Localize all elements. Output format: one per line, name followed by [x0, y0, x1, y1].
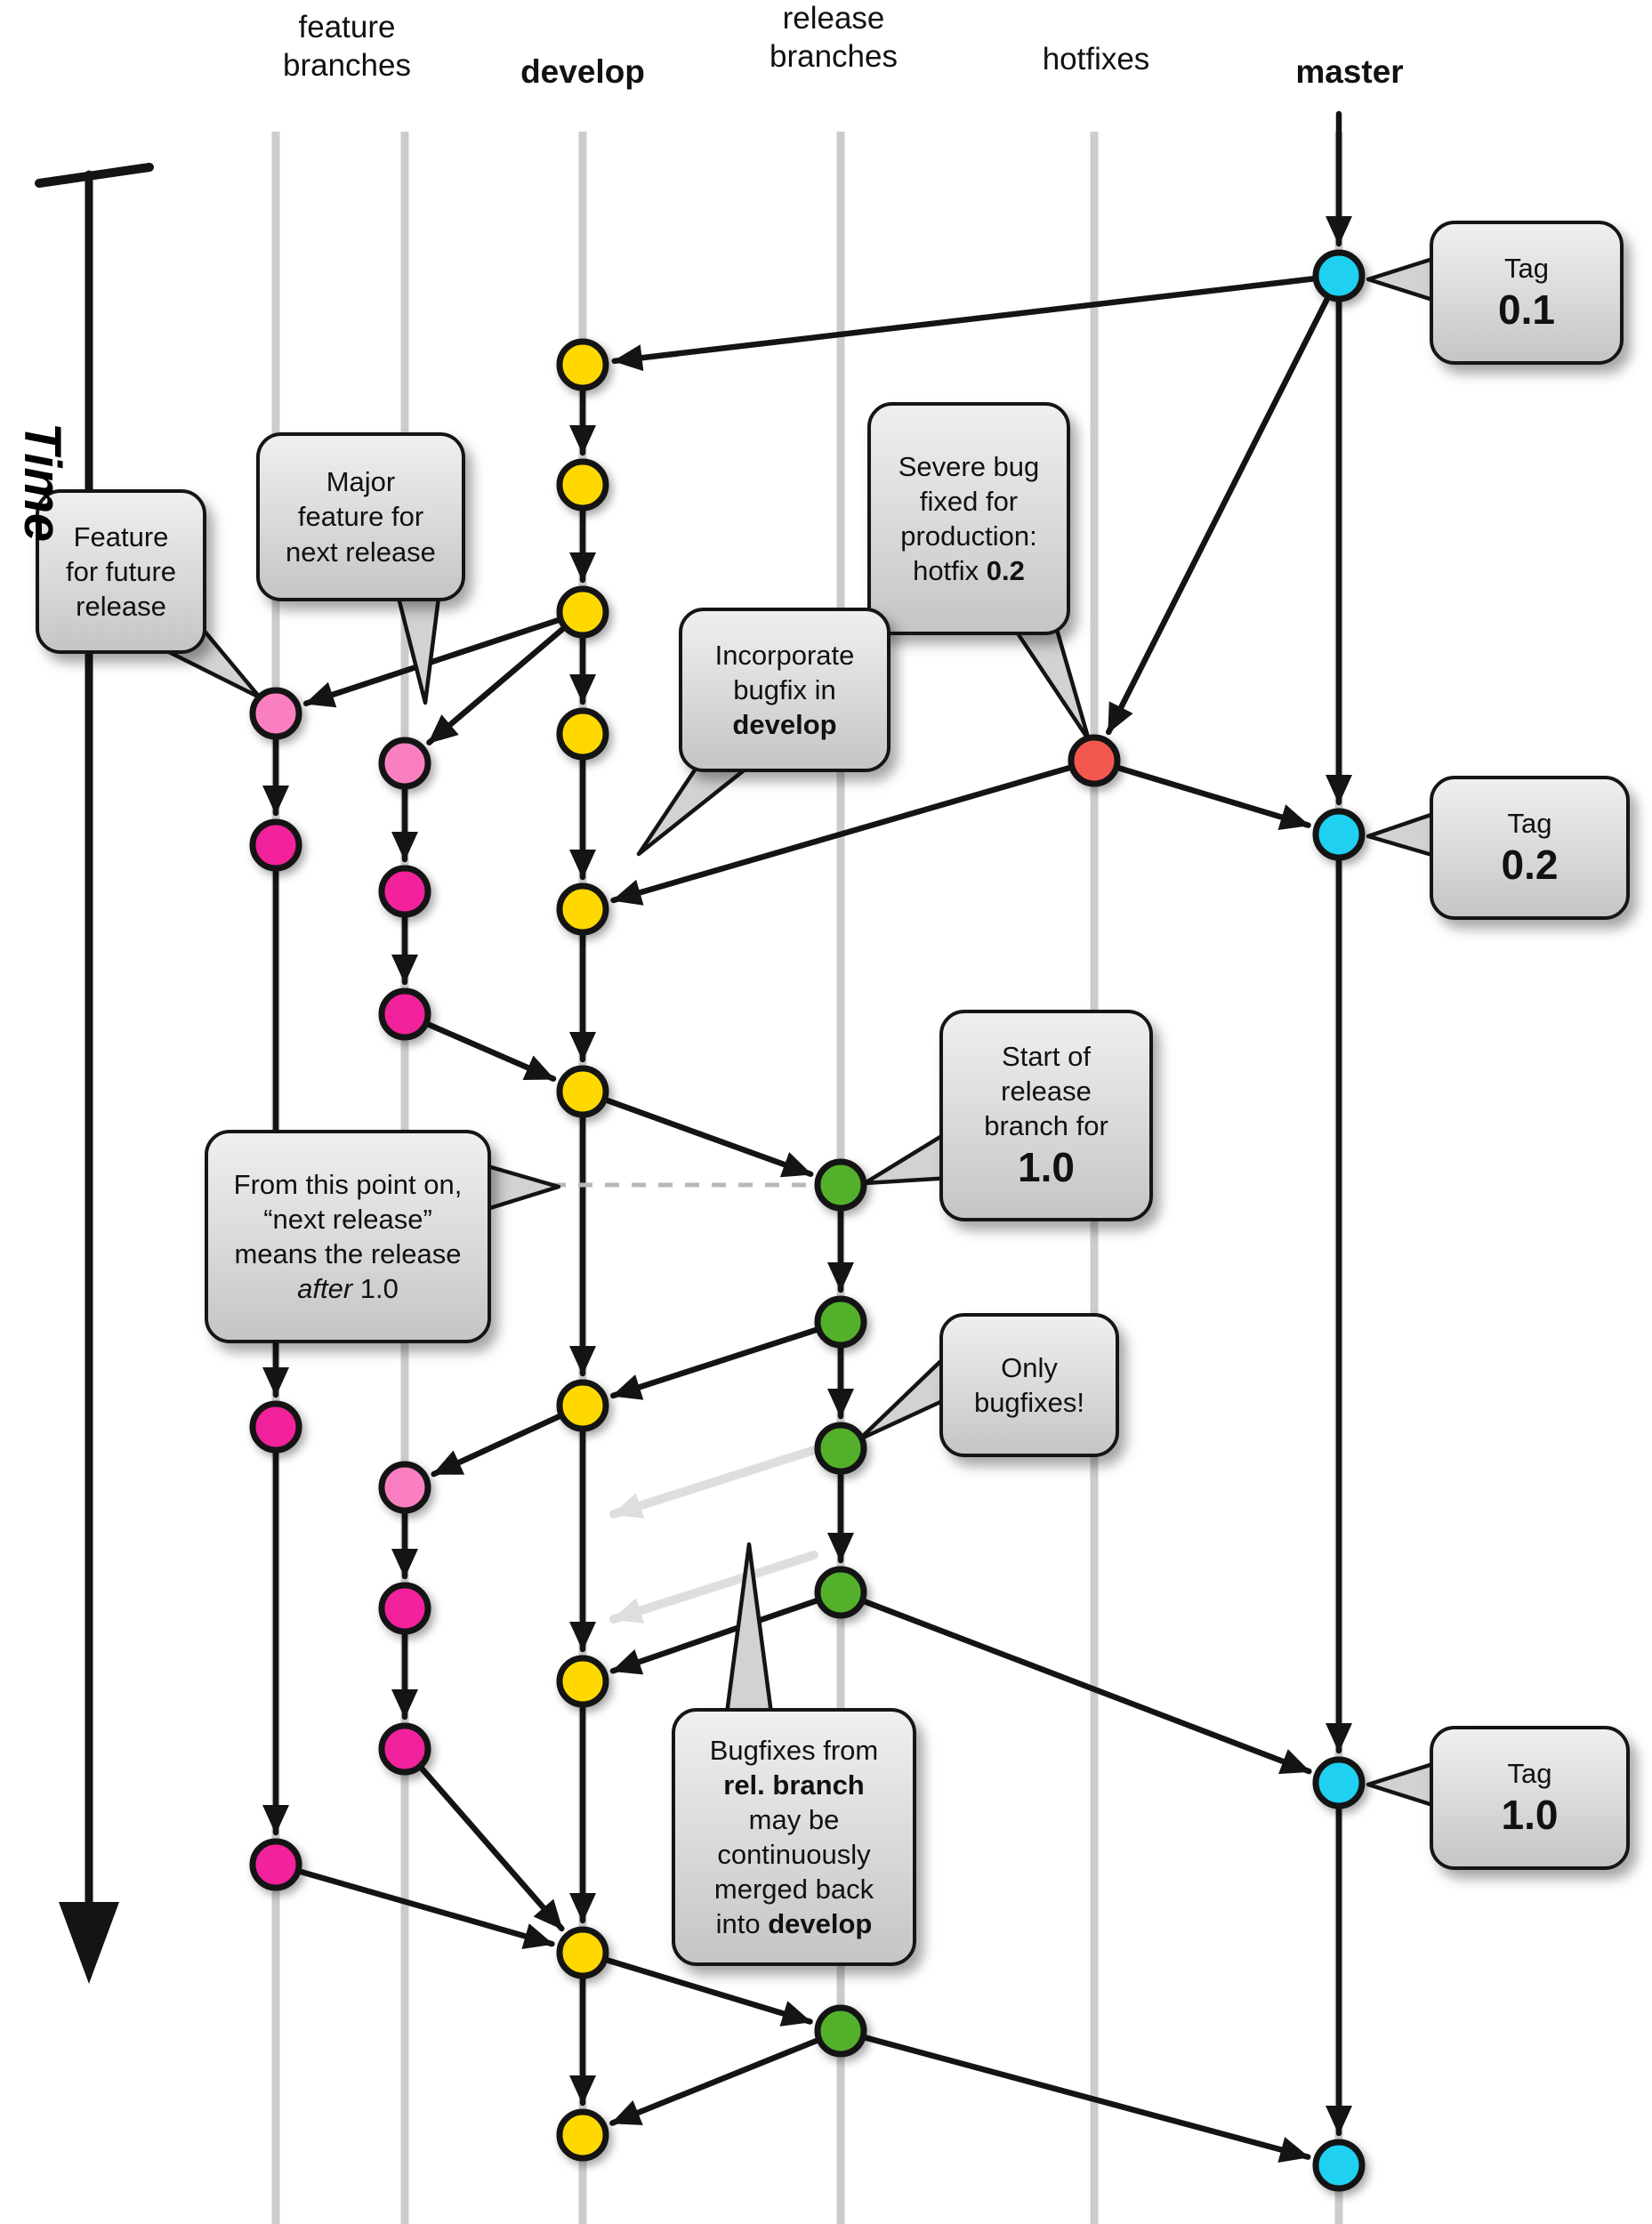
commit-node-d5	[556, 882, 609, 936]
commit-node-d1	[556, 338, 609, 391]
callout-tail-start-release	[862, 1127, 955, 1186]
commit-node-d6	[556, 1065, 609, 1118]
commit-node-f2c	[378, 987, 431, 1041]
commit-node-h1	[1068, 734, 1121, 787]
edge-r5-d10	[609, 2037, 819, 2126]
commit-node-f2f	[378, 1722, 431, 1776]
commit-node-r5	[814, 2004, 867, 2058]
commit-node-f1c	[249, 1400, 302, 1454]
commit-node-f2b	[378, 865, 431, 918]
time-axis-label: Time	[13, 422, 72, 543]
commit-node-d3	[556, 585, 609, 639]
time-axis-crossbar	[35, 163, 154, 188]
time-axis-arrowhead	[59, 1902, 119, 1984]
callout-tail-tag-1-0	[1366, 1759, 1444, 1810]
commit-node-m4	[1312, 2139, 1366, 2192]
callout-tail-tag-0-2	[1366, 809, 1444, 860]
callout-tail-incorporate-bugfix	[636, 758, 759, 857]
commit-node-d10	[556, 2108, 609, 2162]
callout-tail-from-this-point	[476, 1161, 561, 1214]
commit-node-f1b	[249, 818, 302, 872]
edge-h1-d5	[610, 765, 1072, 906]
edge-f2f-d9	[419, 1766, 565, 1932]
edge-r5-m4	[863, 2035, 1311, 2164]
commit-node-d8	[556, 1655, 609, 1708]
edge-h1-m2	[1116, 765, 1311, 831]
commit-node-d9	[556, 1926, 609, 1979]
commit-node-m1	[1312, 249, 1366, 302]
edge-f2c-d6	[426, 1021, 557, 1082]
callout-tail-only-bugfixes	[857, 1348, 955, 1442]
edge-r4-d8	[609, 1598, 818, 1675]
commit-node-f1d	[249, 1838, 302, 1891]
callout-tail-severe-bug	[1008, 615, 1092, 743]
commit-node-f1a	[249, 687, 302, 740]
commit-node-r1	[814, 1158, 867, 1212]
commit-node-r4	[814, 1566, 867, 1619]
callout-tail-feature-for-future	[147, 620, 262, 700]
edge-d3-f2a	[426, 626, 566, 745]
edge-f1d-d9	[298, 1869, 555, 1949]
edge-r2-d7	[609, 1327, 818, 1400]
commit-node-m3	[1312, 1756, 1366, 1809]
edge-pt-pt	[609, 1446, 818, 1519]
callout-tail-tag-0-1	[1366, 254, 1444, 305]
commit-node-r2	[814, 1295, 867, 1349]
commit-node-d4	[556, 707, 609, 761]
edge-d7-f2d	[431, 1414, 561, 1478]
edge-d9-r5	[605, 1957, 813, 2027]
edge-d6-r1	[604, 1097, 814, 1178]
commit-node-f2e	[378, 1582, 431, 1635]
commit-node-f2d	[378, 1461, 431, 1514]
commit-node-m2	[1312, 808, 1366, 861]
edge-r4-m3	[862, 1599, 1312, 1775]
commit-node-d7	[556, 1379, 609, 1432]
edge-pt-pt	[609, 1551, 818, 1624]
edge-m1-h1	[1105, 296, 1330, 736]
edge-m1-d1	[611, 276, 1316, 372]
commit-node-r3	[814, 1422, 867, 1475]
commit-node-f2a	[378, 737, 431, 790]
commit-node-d2	[556, 458, 609, 512]
